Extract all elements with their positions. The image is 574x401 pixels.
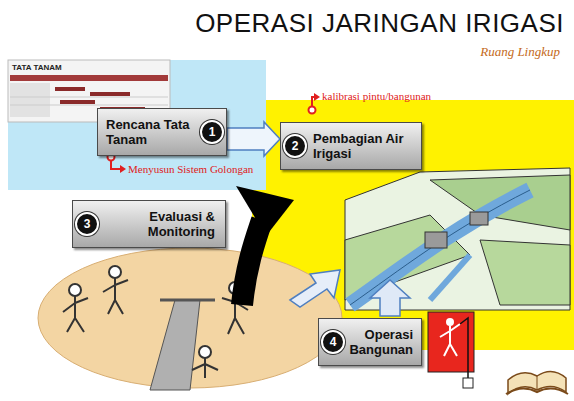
annotation: kalibrasi pintu/bangunan bbox=[322, 90, 431, 102]
leader-dot bbox=[309, 107, 316, 114]
box-label: Rencana Tata Tanam bbox=[106, 117, 196, 147]
callout-number: 4 bbox=[321, 330, 345, 354]
operator-icon bbox=[428, 312, 474, 388]
leader-head bbox=[314, 93, 320, 101]
book-icon bbox=[506, 371, 568, 394]
box-label: Evaluasi & Monitoring bbox=[105, 209, 215, 239]
block-arrow bbox=[227, 122, 280, 156]
callout-number: 3 bbox=[75, 212, 99, 236]
blue-panel bbox=[8, 60, 266, 190]
feedback-arrow bbox=[236, 186, 294, 305]
title: OPERASI JARINGAN IRIGASI bbox=[195, 8, 564, 39]
irrigation-landscape bbox=[345, 168, 570, 310]
workers-illustration bbox=[38, 248, 342, 390]
callout-number: 2 bbox=[283, 134, 307, 158]
flow-arrow bbox=[290, 270, 340, 307]
box-label: Operasi Bangunan bbox=[349, 327, 413, 357]
flow-arrow bbox=[370, 280, 410, 316]
callout-number: 1 bbox=[200, 120, 224, 144]
annotation: Menyusun Sistem Golongan bbox=[128, 163, 253, 175]
leader-head bbox=[120, 165, 126, 173]
table-title: TATA TANAM bbox=[12, 63, 62, 72]
box-label: Pembagian Air Irigasi bbox=[313, 131, 413, 161]
subtitle: Ruang Lingkup bbox=[480, 44, 560, 60]
